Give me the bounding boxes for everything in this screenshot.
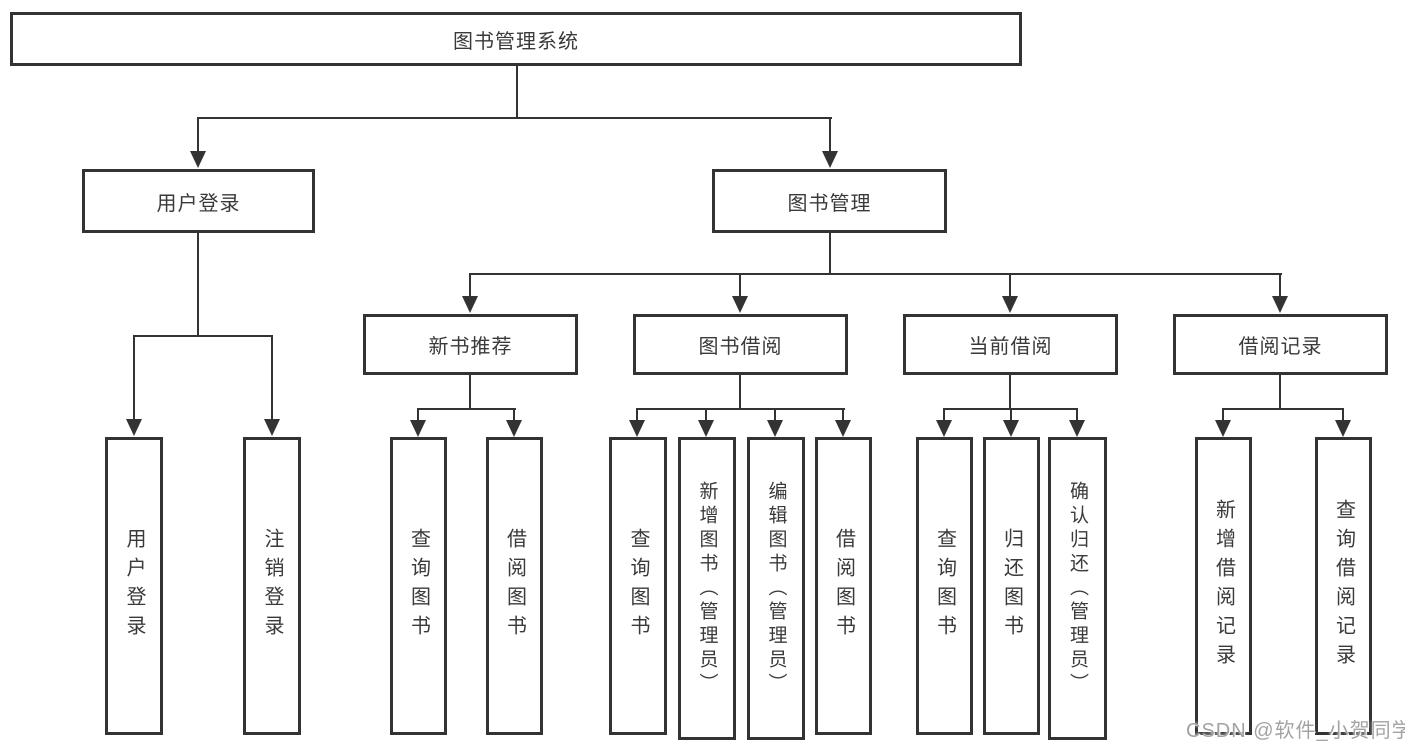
arrow-book-mgmt-icon [822, 151, 838, 168]
csdn-watermark: CSDN @软件_小贺同学 [1186, 720, 1405, 742]
node-book-borrow-label: 图书借阅 [698, 336, 783, 358]
leaf-current-return-label: 归还图书 [1000, 528, 1023, 644]
edge-to-bb-query [636, 408, 638, 421]
leaf-current-confirm-label: 确认归还（管理员） [1067, 480, 1088, 697]
arrow-new-books-icon [462, 296, 478, 313]
arrow-bb-query-icon [629, 420, 645, 437]
arrow-bb-add-icon [698, 420, 714, 437]
arrow-br-query-icon [1335, 420, 1351, 437]
node-book-mgmt-label: 图书管理 [787, 192, 872, 215]
node-borrow-records: 借阅记录 [1173, 314, 1388, 375]
leaf-user-login-label: 用户登录 [123, 528, 145, 644]
leaf-current-confirm: 确认归还（管理员） [1048, 437, 1107, 740]
edge-to-cb-return [1010, 408, 1012, 421]
leaf-borrow-query: 查询图书 [609, 437, 667, 735]
arrow-nb-borrow-icon [506, 420, 522, 437]
leaf-borrow-query-label: 查询图书 [627, 528, 649, 644]
edge-userlogin-stem [197, 233, 199, 337]
edge-newbooks-branch [417, 408, 516, 410]
node-book-mgmt: 图书管理 [712, 169, 947, 233]
arrow-cb-confirm-icon [1069, 420, 1085, 437]
edge-to-user-login [197, 117, 199, 152]
edge-newbooks-stem [469, 375, 471, 410]
leaf-borrow-borrow: 借阅图书 [815, 437, 872, 735]
arrow-cb-query-icon [936, 420, 952, 437]
arrow-nb-query-icon [410, 420, 426, 437]
edge-to-new-books [469, 273, 471, 297]
arrow-br-add-icon [1215, 420, 1231, 437]
arrow-current-borrow-icon [1002, 296, 1018, 313]
node-root: 图书管理系统 [10, 12, 1022, 66]
arrow-user-login-icon [190, 151, 206, 168]
leaf-records-query-label: 查询借阅记录 [1332, 499, 1355, 673]
arrow-cb-return-icon [1003, 420, 1019, 437]
edge-to-cb-confirm [1076, 408, 1078, 421]
arrow-leaf-logout-icon [264, 419, 280, 436]
edge-bookmgmt-stem [829, 233, 831, 275]
edge-to-br-query [1342, 408, 1344, 421]
leaf-borrow-borrow-label: 借阅图书 [832, 528, 855, 644]
edge-userlogin-branch [133, 335, 273, 337]
leaf-borrow-add: 新增图书（管理员） [678, 437, 736, 740]
node-current-borrow-label: 当前借阅 [968, 336, 1053, 358]
edge-to-leaf-logout [271, 335, 273, 420]
node-root-label: 图书管理系统 [453, 30, 579, 53]
edge-borrowrecords-stem [1279, 375, 1281, 410]
node-current-borrow: 当前借阅 [903, 314, 1118, 375]
edge-to-leaf-login [133, 335, 135, 420]
edge-to-current-borrow [1009, 273, 1011, 297]
leaf-user-login: 用户登录 [105, 437, 163, 735]
edge-to-bb-add [705, 408, 707, 421]
leaf-records-query: 查询借阅记录 [1315, 437, 1372, 735]
arrow-book-borrow-icon [732, 296, 748, 313]
arrow-bb-borrow-icon [835, 420, 851, 437]
leaf-current-query-label: 查询图书 [933, 528, 956, 644]
leaf-borrow-edit-label: 编辑图书（管理员） [765, 480, 787, 697]
edge-to-book-mgmt [829, 117, 831, 152]
arrow-borrow-records-icon [1272, 296, 1288, 313]
leaf-logout-label: 注销登录 [261, 528, 283, 644]
edge-to-nb-borrow [513, 408, 515, 421]
leaf-borrow-edit: 编辑图书（管理员） [747, 437, 805, 740]
leaf-current-return: 归还图书 [983, 437, 1040, 735]
edge-to-bb-borrow [842, 408, 844, 421]
leaf-records-add-label: 新增借阅记录 [1212, 499, 1235, 673]
leaf-newbooks-query: 查询图书 [390, 437, 447, 735]
edge-to-book-borrow [739, 273, 741, 297]
arrow-leaf-login-icon [126, 419, 142, 436]
node-book-borrow: 图书借阅 [633, 314, 848, 375]
node-new-books: 新书推荐 [363, 314, 578, 375]
leaf-borrow-add-label: 新增图书（管理员） [696, 480, 718, 697]
edge-to-nb-query [417, 408, 419, 421]
leaf-newbooks-borrow-label: 借阅图书 [503, 528, 526, 644]
leaf-newbooks-query-label: 查询图书 [407, 528, 430, 644]
node-user-login-label: 用户登录 [156, 192, 241, 215]
edge-to-br-add [1222, 408, 1224, 421]
edge-bookborrow-stem [739, 375, 741, 410]
leaf-records-add: 新增借阅记录 [1195, 437, 1252, 735]
edge-to-bb-edit [774, 408, 776, 421]
leaf-logout: 注销登录 [243, 437, 301, 735]
arrow-bb-edit-icon [767, 420, 783, 437]
edge-to-cb-query [943, 408, 945, 421]
edge-currentborrow-stem [1009, 375, 1011, 410]
edge-bookmgmt-branch [469, 273, 1282, 275]
edge-bookborrow-branch [636, 408, 845, 410]
leaf-newbooks-borrow: 借阅图书 [486, 437, 543, 735]
edge-root-branch [197, 117, 832, 119]
edge-root-stem [516, 66, 518, 118]
edge-borrowrecords-branch [1222, 408, 1344, 410]
node-user-login: 用户登录 [82, 169, 315, 233]
edge-to-borrow-records [1279, 273, 1281, 297]
node-borrow-records-label: 借阅记录 [1238, 336, 1323, 358]
leaf-current-query: 查询图书 [916, 437, 973, 735]
node-new-books-label: 新书推荐 [428, 336, 513, 358]
